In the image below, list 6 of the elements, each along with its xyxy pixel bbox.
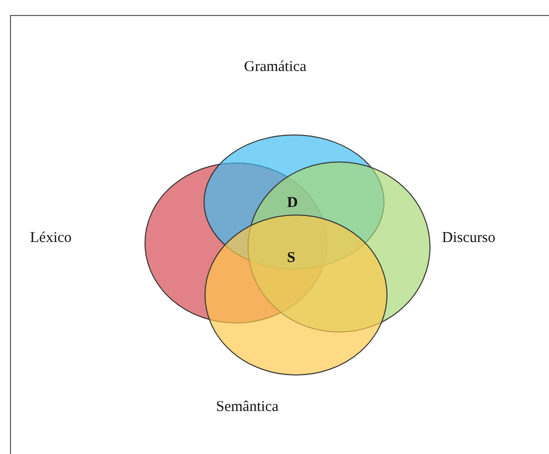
circle-label: Semântica	[216, 399, 278, 416]
overlap-letter: S	[287, 250, 296, 267]
circle-label: Discurso	[442, 230, 496, 247]
circle-label: Léxico	[30, 230, 72, 247]
circle-label: Gramática	[244, 59, 306, 76]
overlap-letter: D	[287, 195, 298, 212]
